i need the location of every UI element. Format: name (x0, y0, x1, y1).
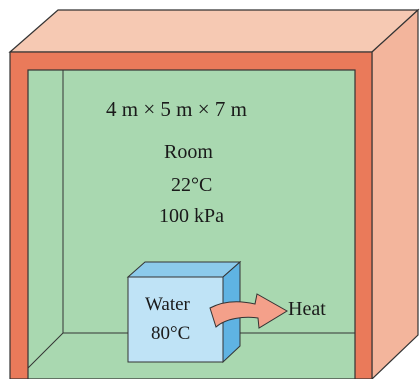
water-top-face (126, 261, 242, 278)
water-front-face (127, 276, 224, 363)
room-side-face (371, 8, 419, 379)
water-name-label: Water (145, 294, 190, 315)
interior-floor-diagonal (27, 332, 64, 369)
room-dimensions-label: 4 m × 5 m × 7 m (106, 97, 247, 121)
heat-arrow (209, 293, 288, 329)
room-temperature-label: 22°C (171, 174, 213, 196)
room-pressure-label: 100 kPa (159, 205, 224, 227)
heat-label: Heat (288, 298, 326, 320)
room-top-face (8, 9, 420, 53)
water-temperature-label: 80°C (151, 323, 191, 344)
room-name-label: Room (164, 141, 213, 163)
